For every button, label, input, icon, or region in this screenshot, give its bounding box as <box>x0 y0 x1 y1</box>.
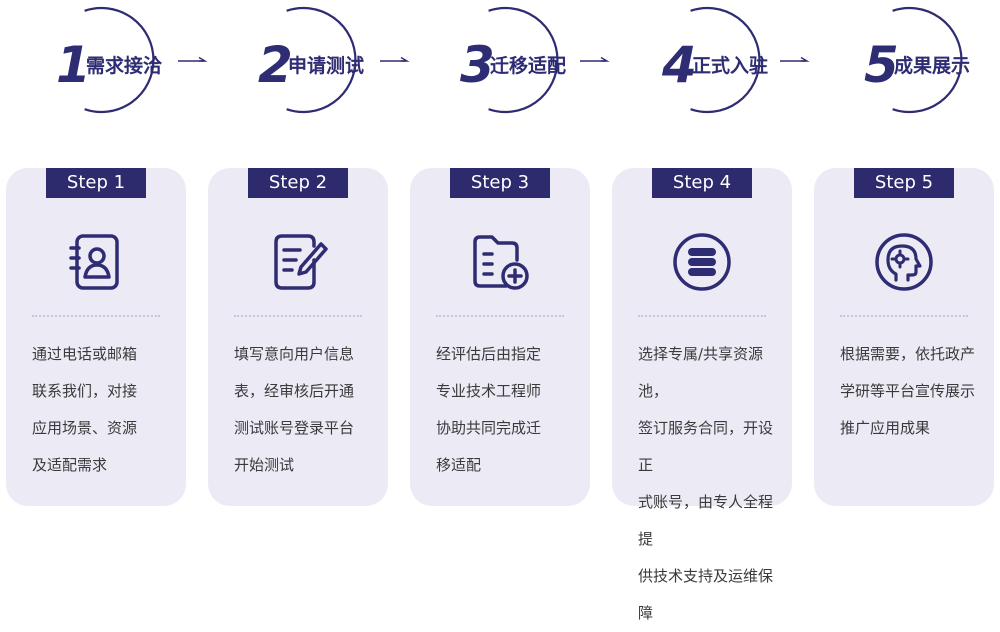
divider <box>234 315 362 317</box>
step-description: 经评估后由指定 专业技术工程师 协助共同完成迁 移适配 <box>436 345 542 474</box>
ai-head-icon <box>875 233 933 291</box>
step-ring-icon <box>690 6 761 114</box>
step-title: 迁移适配 <box>490 55 567 77</box>
step-description: 根据需要，依托政产 学研等平台宣传展示 推广应用成果 <box>840 345 976 437</box>
step-card-5: Step 5 根据需要，依托政产 学研等平台宣传展示 推广应用成果 <box>814 168 994 506</box>
arrow-right-icon <box>580 56 610 62</box>
step-header-1: 1 需求接洽 <box>24 0 204 120</box>
step-header-2: 2 申请测试 <box>226 0 406 120</box>
step-title: 申请测试 <box>288 55 365 77</box>
step-ring-icon <box>84 6 155 114</box>
step-number: 4 <box>662 36 697 94</box>
step-card-3: Step 3 经评估后由指定 专业技术工程师 协助共同完成迁 移适配 <box>410 168 590 506</box>
step-tag: Step 2 <box>248 168 348 198</box>
step-card-2: Step 2 填写意向用户信息 表，经审核后开通 测试账号登录平台 开始测试 <box>208 168 388 506</box>
arrow-right-icon <box>780 56 810 62</box>
step-title: 正式入驻 <box>692 55 769 77</box>
arrow-right-icon <box>380 56 410 62</box>
folder-add-icon <box>473 235 529 290</box>
divider <box>32 315 160 317</box>
step-number: 5 <box>864 36 899 94</box>
step-card-1: Step 1 通过电话或邮箱 联系我们，对接 应用场景、资源 及适配需求 <box>6 168 186 506</box>
step-tag: Step 5 <box>854 168 954 198</box>
step-ring-icon <box>892 6 963 114</box>
step-number: 1 <box>56 36 91 94</box>
step-tag: Step 3 <box>450 168 550 198</box>
step-title: 成果展示 <box>894 55 971 77</box>
step-description: 填写意向用户信息 表，经审核后开通 测试账号登录平台 开始测试 <box>234 345 355 474</box>
step-title: 需求接洽 <box>86 55 163 77</box>
contact-card-icon <box>69 234 119 290</box>
step-description: 通过电话或邮箱 联系我们，对接 应用场景、资源 及适配需求 <box>32 345 138 474</box>
step-header-4: 4 正式入驻 <box>630 0 810 120</box>
step-tag: Step 1 <box>46 168 146 198</box>
database-icon <box>673 233 731 291</box>
divider <box>638 315 766 317</box>
step-number: 3 <box>460 36 495 94</box>
form-edit-icon <box>274 234 328 290</box>
step-ring-icon <box>286 6 357 114</box>
arrow-right-icon <box>178 56 208 62</box>
step-header-5: 5 成果展示 <box>832 0 1000 120</box>
step-card-4: Step 4 选择专属/共享资源池， 签订服务合同，开设正 式账号，由专人全程提… <box>612 168 792 622</box>
step-number: 2 <box>258 36 293 94</box>
process-diagram: 1 需求接洽 2 申请测试 3 迁移适配 4 正式入驻 <box>6 0 1000 622</box>
divider <box>840 315 968 317</box>
divider <box>436 315 564 317</box>
step-description: 选择专属/共享资源池， 签订服务合同，开设正 式账号，由专人全程提 供技术支持及… <box>638 345 774 622</box>
step-header-3: 3 迁移适配 <box>428 0 608 120</box>
step-ring-icon <box>488 6 559 114</box>
step-tag: Step 4 <box>652 168 752 198</box>
